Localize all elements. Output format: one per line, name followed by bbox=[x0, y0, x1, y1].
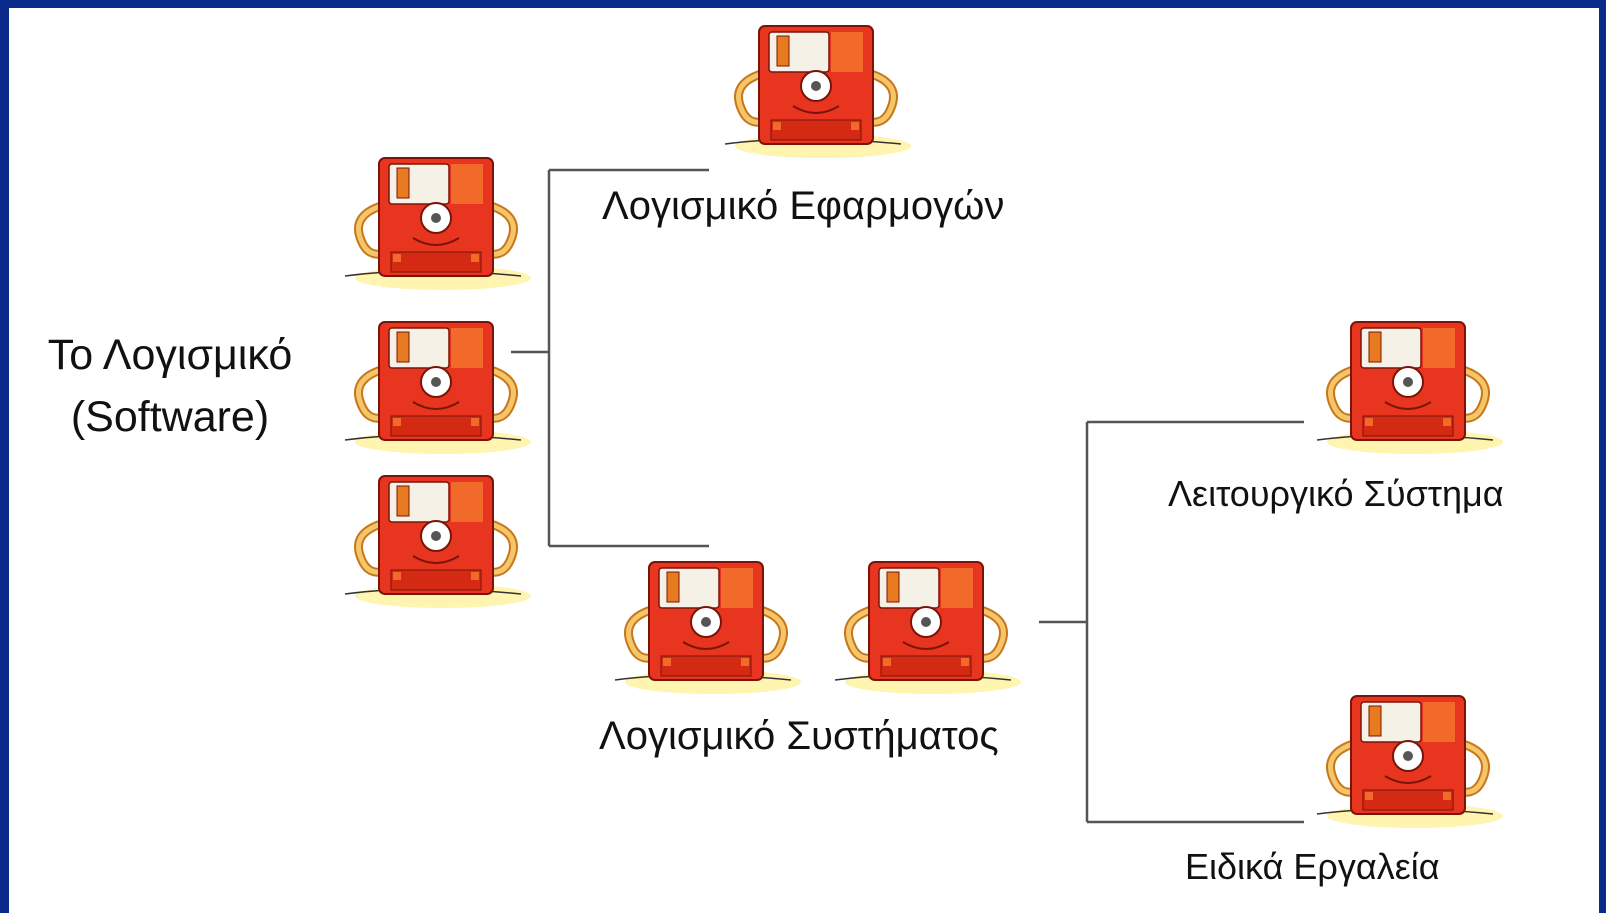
root-label: Το Λογισμικό (Software) bbox=[11, 324, 329, 448]
floppy-disk-mascot-icon bbox=[331, 308, 531, 458]
floppy-disk-mascot-icon bbox=[1303, 682, 1503, 832]
application-software-label: Λογισμικό Εφαρμογών bbox=[602, 184, 1005, 228]
floppy-disk-mascot-icon bbox=[331, 144, 531, 294]
floppy-disk-mascot-icon bbox=[711, 12, 911, 162]
floppy-disk-mascot-icon bbox=[1303, 308, 1503, 458]
connector-lines bbox=[511, 168, 1304, 824]
root-label-line1: Το Λογισμικό bbox=[47, 331, 293, 379]
floppy-disk-mascot-icon bbox=[821, 548, 1021, 698]
system-software-label: Λογισμικό Συστήματος bbox=[599, 714, 999, 758]
root-label-line2: (Software) bbox=[70, 393, 270, 441]
diagram-canvas: Το Λογισμικό (Software) Λογισμικό Εφαρμο… bbox=[9, 8, 1599, 913]
operating-system-label: Λειτουργικό Σύστημα bbox=[1168, 473, 1504, 514]
floppy-disk-mascot-icon bbox=[601, 548, 801, 698]
special-tools-label: Ειδικά Εργαλεία bbox=[1185, 846, 1440, 887]
floppy-disk-mascot-icon bbox=[331, 462, 531, 612]
